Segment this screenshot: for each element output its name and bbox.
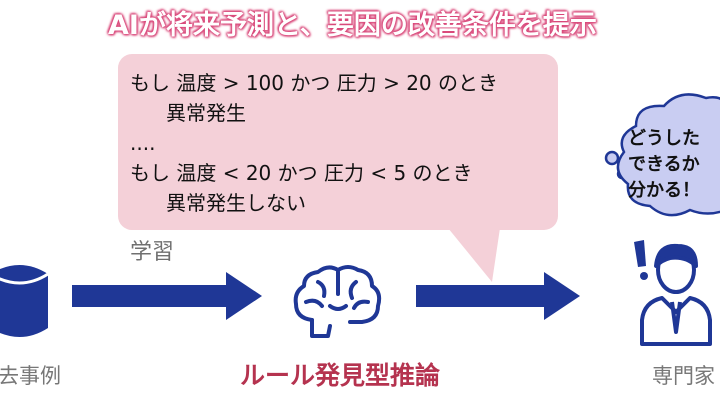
rule-bubble [118, 54, 558, 230]
rule-condition-1: もし 温度 > 100 かつ 圧力 > 20 のとき [130, 71, 498, 95]
rule-result-2: 異常発生しない [166, 191, 306, 215]
thought-line-2: できるか [628, 154, 700, 175]
database-icon [0, 265, 49, 337]
diagram-title: AIが将来予測と、要因の改善条件を提示 [108, 10, 597, 41]
rule-list: もし 温度 > 100 かつ 圧力 > 20 のとき 異常発生 .... もし … [130, 68, 550, 218]
expert-person-icon [634, 240, 712, 346]
arrow-to-expert [416, 272, 580, 320]
rule-condition-2: もし 温度 < 20 かつ 圧力 < 5 のとき [130, 161, 473, 185]
rule-ellipsis: .... [130, 131, 156, 155]
label-method: ルール発見型推論 [240, 361, 441, 390]
arrow-learn [72, 272, 262, 320]
label-expert: 専門家 [652, 364, 715, 388]
label-past-cases: 去事例 [0, 364, 61, 388]
thought-line-3: 分かる！ [628, 180, 700, 201]
brain-icon [293, 265, 382, 338]
thought-line-1: どうした [628, 128, 700, 149]
exclamation-icon [634, 240, 648, 280]
thought-text: どうした できるか 分かる！ [628, 126, 720, 204]
label-learn: 学習 [130, 240, 175, 265]
rule-result-1: 異常発生 [166, 101, 246, 125]
